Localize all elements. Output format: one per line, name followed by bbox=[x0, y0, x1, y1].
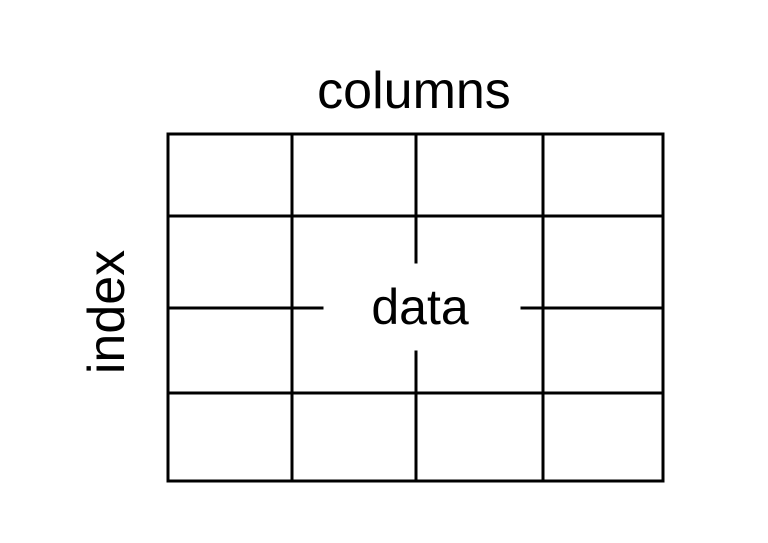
data-grid bbox=[166, 132, 665, 483]
columns-label: columns bbox=[317, 62, 511, 120]
data-label: data bbox=[371, 279, 469, 335]
index-label: index bbox=[78, 250, 136, 374]
